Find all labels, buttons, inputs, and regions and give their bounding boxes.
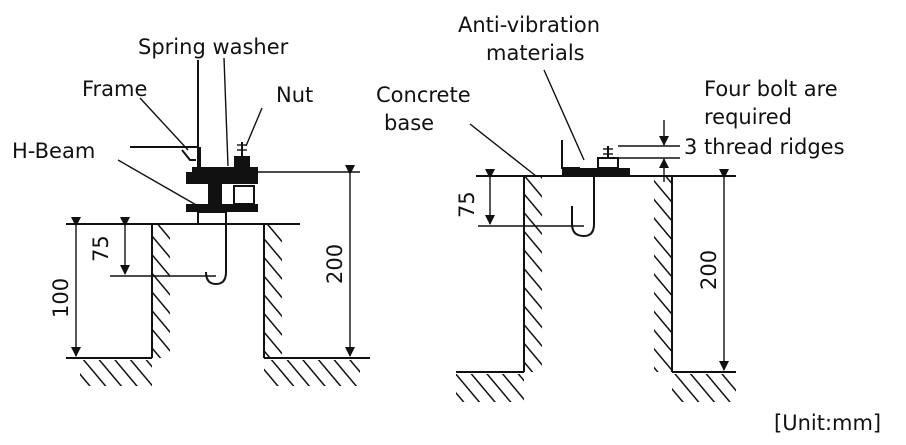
dim-right-bolt-depth: 75 <box>455 191 479 218</box>
h-beam-flange <box>186 204 258 212</box>
leader-frame <box>139 97 189 151</box>
right-wall-hatch <box>264 224 282 358</box>
leader-anti-vibration <box>543 69 585 161</box>
left-ground-hatch <box>80 360 152 386</box>
anti-vibration-pad <box>562 168 630 176</box>
label-frame: Frame <box>82 77 147 101</box>
right-ground-hatch-right <box>672 374 736 402</box>
leader-concrete <box>469 123 537 177</box>
label-nut: Nut <box>276 83 313 107</box>
h-beam-web <box>208 184 222 210</box>
label-concrete-1: Concrete <box>376 83 471 107</box>
dim-right-total-height: 200 <box>697 250 721 290</box>
j-bolt-right <box>571 176 595 238</box>
j-bolt-left <box>205 224 227 286</box>
leader-spring-washer <box>223 57 229 167</box>
spring-washer-plate <box>192 167 258 172</box>
right-right-wall-hatch <box>654 176 672 372</box>
label-four-bolt-3: 3 thread ridges <box>684 135 845 159</box>
label-spring-washer: Spring washer <box>138 35 289 59</box>
left-installation: Spring washer Frame Nut H-Beam 75 100 20… <box>12 35 370 386</box>
nut-shape <box>234 156 250 167</box>
frame-plate <box>186 172 258 184</box>
base-block <box>197 211 227 225</box>
label-anti-vibration-1: Anti-vibration <box>458 13 600 37</box>
beam-clip <box>233 185 255 205</box>
left-wall-hatch <box>152 224 170 358</box>
right-ground-hatch <box>264 360 360 386</box>
dim-left-pit-depth: 100 <box>49 278 73 318</box>
dim-left-total-height: 200 <box>323 244 347 284</box>
leader-nut <box>245 107 263 147</box>
unit-label: [Unit:mm] <box>774 411 881 435</box>
right-installation: Anti-vibration materials Concrete base F… <box>376 13 845 402</box>
label-four-bolt-2: required <box>704 105 792 129</box>
angle-bracket <box>561 140 580 169</box>
label-h-beam: H-Beam <box>12 139 95 163</box>
right-left-wall-hatch <box>524 176 542 372</box>
label-concrete-2: base <box>384 111 434 135</box>
label-anti-vibration-2: materials <box>486 41 585 65</box>
right-nut <box>597 157 619 169</box>
leader-h-beam <box>117 159 199 207</box>
frame-bracket <box>181 149 196 161</box>
label-four-bolt-1: Four bolt are <box>704 77 838 101</box>
right-ground-hatch-left <box>456 374 524 402</box>
dim-left-bolt-depth: 75 <box>89 235 113 262</box>
